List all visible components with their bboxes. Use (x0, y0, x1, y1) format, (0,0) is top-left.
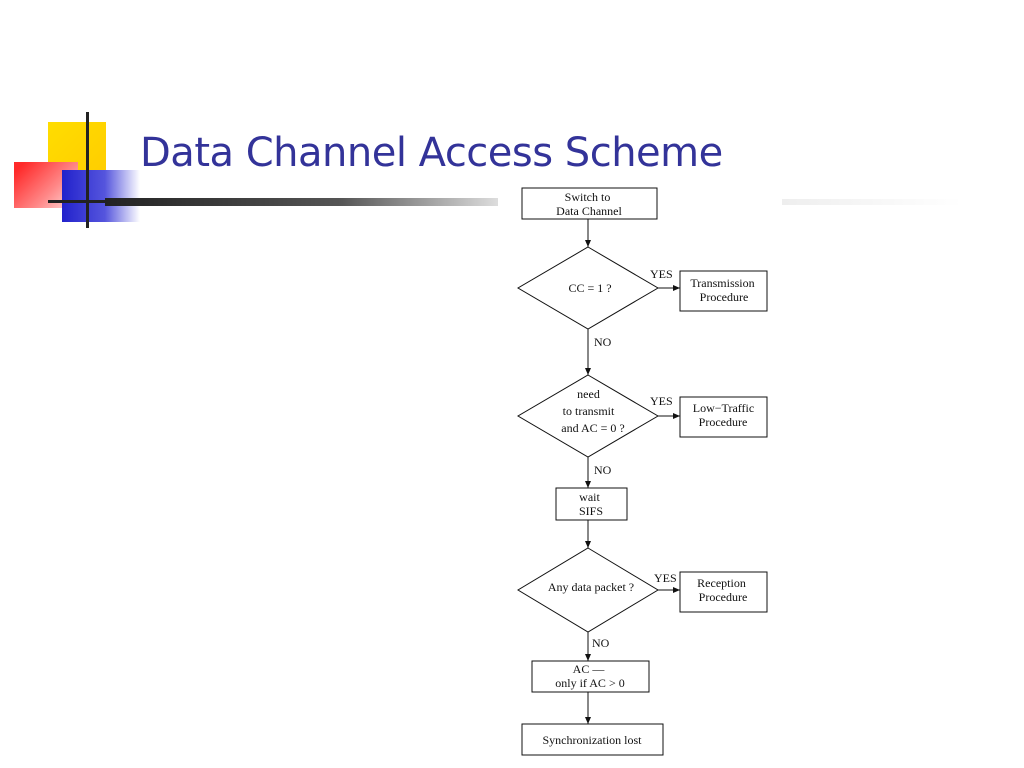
cc-decision-label: CC = 1 ? (568, 281, 611, 295)
ac-decrement-box (531, 660, 650, 693)
low-traffic-procedure-label: Low−Traffic Procedure (693, 401, 757, 429)
reception-procedure-label: Reception Procedure (697, 576, 749, 604)
data-no-label: NO (592, 636, 610, 650)
transmission-procedure-box (679, 270, 768, 312)
slide-title: Data Channel Access Scheme (140, 130, 723, 176)
need-no-label: NO (594, 463, 612, 477)
accent-blue-square (62, 170, 140, 222)
data-yes-label: YES (654, 571, 677, 585)
wait-sifs-box (555, 487, 628, 521)
synchronization-lost-label: Synchronization lost (543, 733, 643, 747)
title-underline-rule (105, 198, 498, 206)
low-traffic-procedure-box (679, 396, 768, 438)
wait-sifs-label: wait SIFS (579, 490, 603, 518)
need-yes-label: YES (650, 394, 673, 408)
ac-decrement-label: AC — only if AC > 0 (555, 662, 624, 690)
data-packet-decision-label: Any data packet ? (548, 580, 634, 594)
accent-horizontal-rule-short (48, 200, 108, 203)
cc-yes-label: YES (650, 267, 673, 281)
start-box (521, 187, 658, 220)
title-accent-decoration (0, 100, 140, 230)
synchronization-lost-box (521, 723, 664, 756)
title-underline-rule-tail (782, 199, 962, 205)
accent-vertical-rule (86, 112, 89, 228)
cc-no-label: NO (594, 335, 612, 349)
reception-procedure-box (679, 571, 768, 613)
start-box-label: Switch to Data Channel (556, 190, 622, 218)
need-transmit-decision-label: need to transmit and AC = 0 ? (561, 387, 624, 435)
transmission-procedure-label: Transmission Procedure (690, 276, 757, 304)
